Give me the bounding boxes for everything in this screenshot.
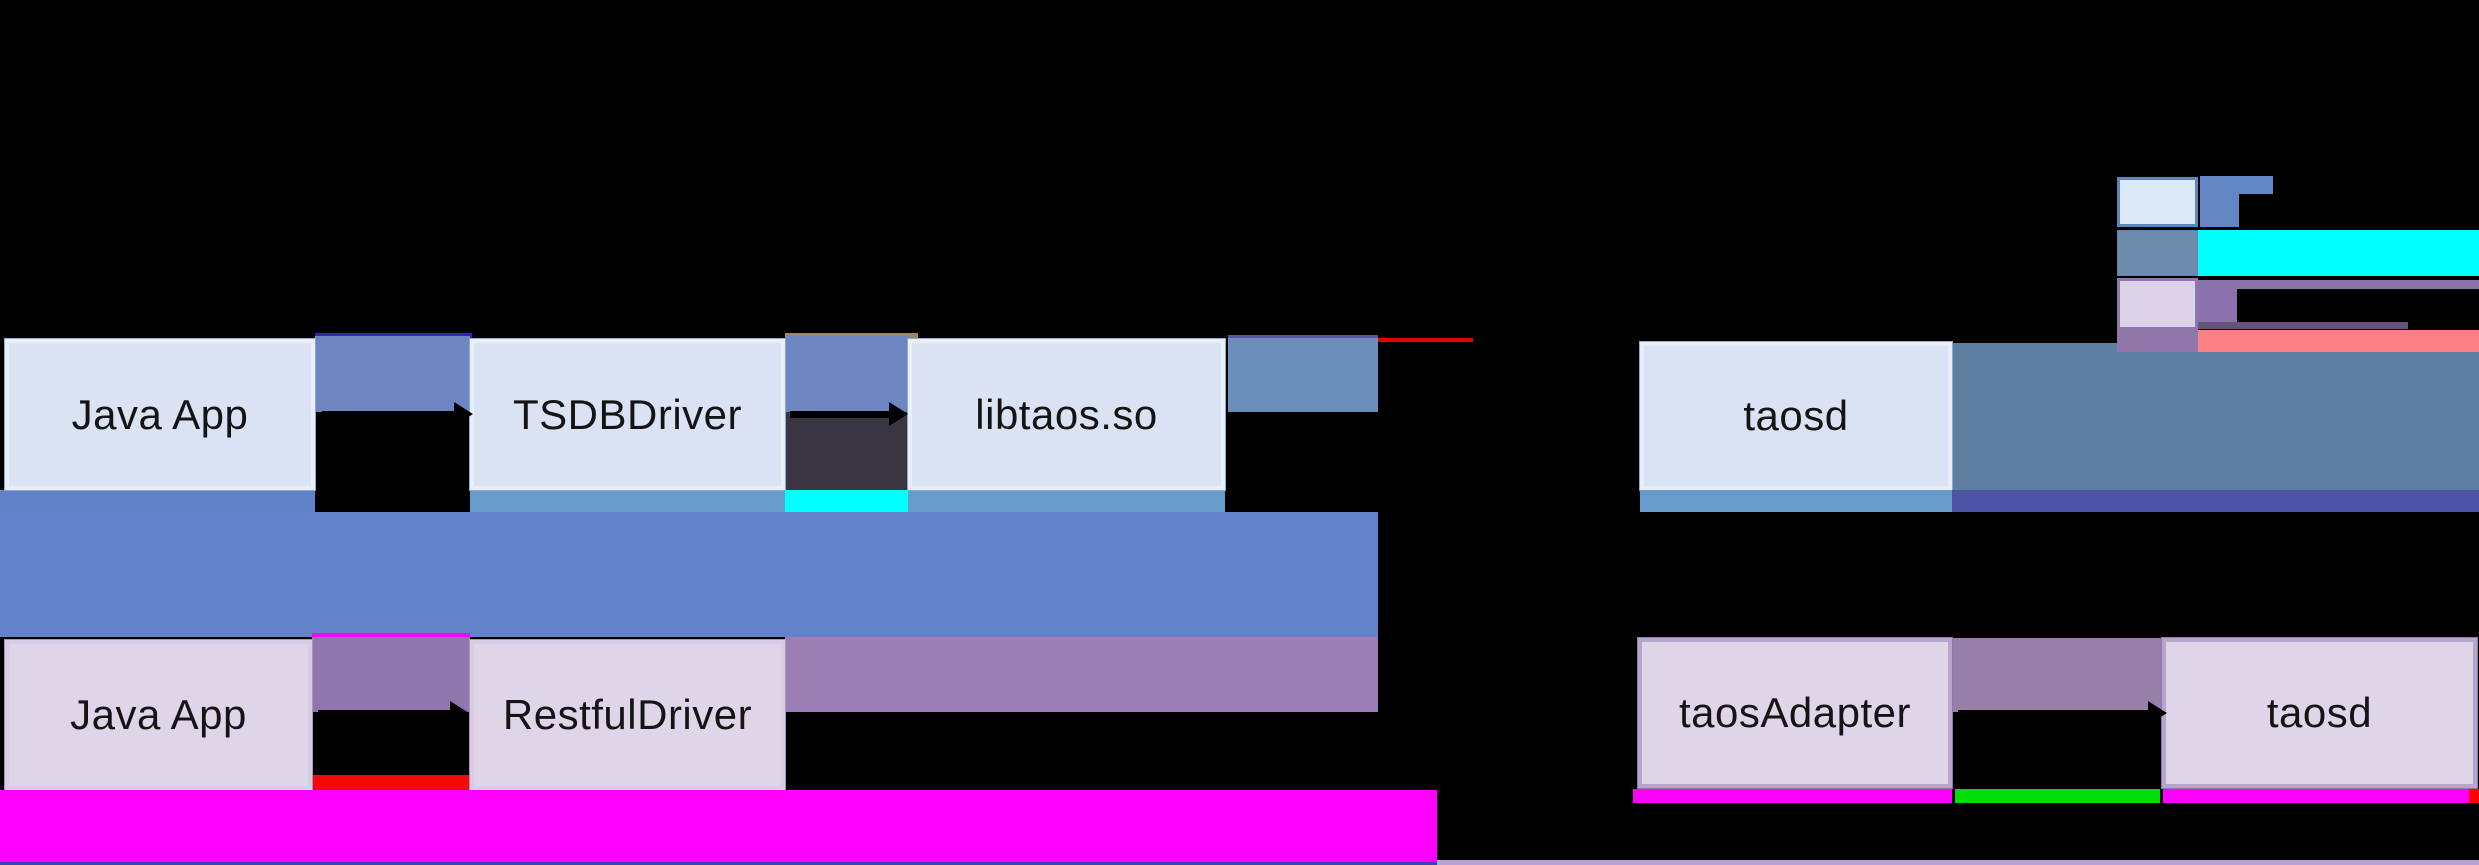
- rest-java-app-box: Java App: [4, 639, 313, 791]
- arrow-javaapp-to-restfuldriver-icon: [318, 701, 469, 725]
- libtaos-right-stub: [1228, 338, 1378, 412]
- legend-swatch-lavender: [2117, 278, 2198, 330]
- rest-gap1-red-strip: [312, 775, 470, 790]
- strip-under-taosd: [1640, 490, 1952, 512]
- legend-bar-cyan: [2198, 230, 2479, 276]
- taosd-box: taosd: [1639, 341, 1953, 491]
- restfuldriver-box: RestfulDriver: [469, 639, 786, 791]
- rest-gap1-magenta-hairline: [312, 633, 470, 637]
- indigo-strip-under-server-band: [1952, 490, 2479, 512]
- magenta-strip-under-taosadapter: [1633, 789, 1952, 803]
- arrow-javaapp-to-tsdbdriver-icon: [322, 402, 473, 426]
- bottom-line-left: [0, 862, 1437, 865]
- strip-under-javaapp: [0, 490, 315, 512]
- server-steel-band: [1952, 343, 2479, 490]
- red-sliver: [2469, 789, 2479, 803]
- jni-gap1-fill: [315, 336, 470, 412]
- rest-taosd-label: taosd: [2266, 689, 2373, 736]
- jni-gap2-topline: [785, 333, 918, 338]
- tsdbdriver-box: TSDBDriver: [469, 338, 786, 491]
- taosadapter-label: taosAdapter: [1679, 689, 1911, 736]
- libtaos-box: libtaos.so: [907, 338, 1226, 491]
- legend-bar-salmon: [2198, 330, 2479, 352]
- legend-swatch-light-blue: [2117, 177, 2198, 227]
- jvm-band: [0, 512, 1378, 637]
- strip-under-tsdbdriver: [470, 490, 785, 512]
- restfuldriver-label: RestfulDriver: [502, 691, 753, 738]
- rest-taosd-box: taosd: [2161, 637, 2478, 789]
- magenta-band: [0, 790, 1437, 862]
- legend-swatch-mauve: [2117, 330, 2198, 352]
- strip-under-libtaos: [908, 490, 1225, 512]
- jni-java-app-label: Java App: [71, 390, 249, 438]
- taosadapter-box: taosAdapter: [1637, 637, 1953, 789]
- jni-gap2-fill: [785, 336, 908, 412]
- legend-purple-understreak: [2198, 322, 2408, 329]
- jni-gap2-dark-block: [785, 412, 908, 490]
- bottom-line-right: [1437, 860, 2479, 865]
- jni-gap1-topline: [315, 333, 472, 338]
- legend-bar-purple-text-mask: [2237, 289, 2479, 322]
- green-strip: [1955, 789, 2160, 803]
- tsdbdriver-label: TSDBDriver: [512, 390, 742, 438]
- cyan-strip: [785, 490, 908, 512]
- rest-gap1-fill: [312, 637, 470, 712]
- arrow-tsdbdriver-to-libtaos-icon: [790, 402, 910, 426]
- red-connector-line: [1378, 338, 1473, 342]
- libtaos-right-stub-topline: [1228, 335, 1378, 338]
- rest-java-app-label: Java App: [70, 691, 247, 738]
- taosd-label: taosd: [1743, 392, 1849, 439]
- legend-bar-blue-text-mask: [2239, 194, 2273, 227]
- rest-right-gap-fill: [1952, 638, 2162, 712]
- arrow-taosadapter-to-taosd-icon: [1958, 701, 2168, 725]
- rest-mauve-band: [785, 637, 1378, 712]
- libtaos-label: libtaos.so: [975, 390, 1158, 438]
- jni-java-app-box: Java App: [4, 338, 316, 491]
- legend-swatch-steel: [2117, 230, 2198, 276]
- magenta-strip-under-rest-taosd: [2163, 789, 2469, 803]
